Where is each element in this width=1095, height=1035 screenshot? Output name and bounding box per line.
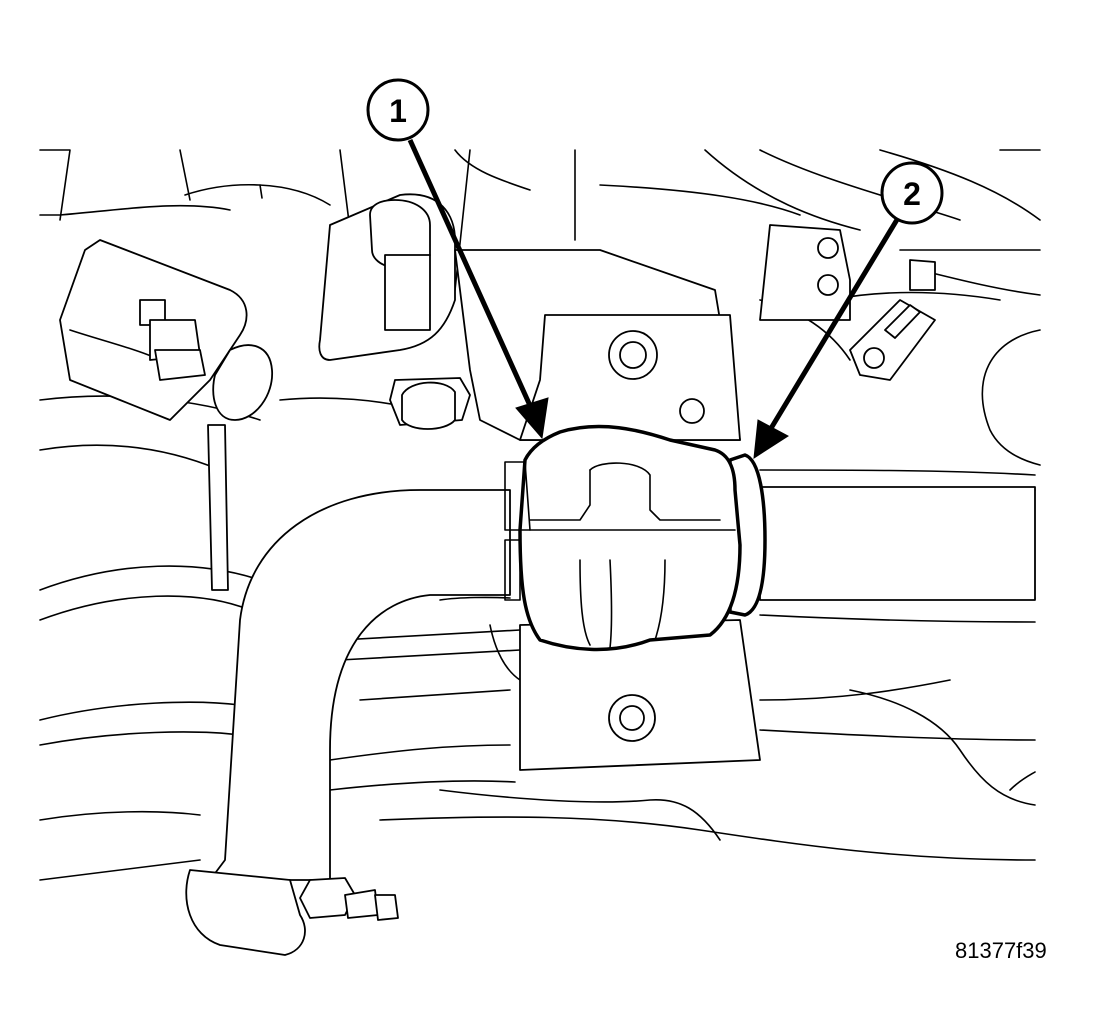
end-link bbox=[185, 869, 399, 956]
callout-2-circle bbox=[880, 161, 944, 225]
callout-2-label: 2 bbox=[903, 176, 921, 212]
mounting-plate bbox=[454, 249, 741, 441]
callout-1-label: 1 bbox=[389, 93, 407, 129]
lower-plate bbox=[519, 619, 761, 771]
callout-1: 1 bbox=[366, 78, 549, 440]
hex-bolt bbox=[389, 377, 471, 430]
stabilizer-bar bbox=[209, 486, 1036, 881]
upper-middle-bracket bbox=[318, 193, 456, 361]
figure-id: 81377f39 bbox=[955, 938, 1047, 963]
right-bracket bbox=[759, 224, 936, 381]
bushing-assembly bbox=[504, 424, 767, 652]
upper-left-bracket bbox=[59, 239, 273, 591]
bushing bbox=[518, 424, 742, 652]
callout-2: 2 bbox=[753, 161, 944, 459]
callout-1-circle bbox=[366, 78, 430, 142]
